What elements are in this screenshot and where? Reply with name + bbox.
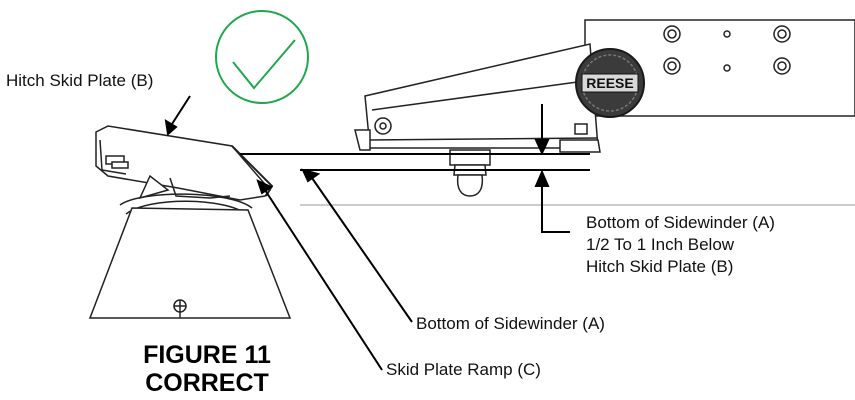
reese-logo-text: REESE	[586, 75, 633, 91]
figure-caption: FIGURE 11 CORRECT	[122, 341, 292, 397]
correct-check-icon	[215, 10, 309, 104]
label-bottom-sidewinder: Bottom of Sidewinder (A)	[416, 314, 605, 333]
figure-status: CORRECT	[145, 369, 269, 397]
detail-line-2: 1/2 To 1 Inch Below	[586, 235, 735, 254]
label-bottom-sidewinder-detail: Bottom of Sidewinder (A) 1/2 To 1 Inch B…	[586, 212, 826, 278]
leader-arrows	[164, 95, 413, 371]
dimension-arrows	[534, 104, 570, 233]
hitch-assembly	[88, 125, 292, 319]
label-hitch-skid-plate: Hitch Skid Plate (B)	[6, 71, 154, 90]
detail-line-1: Bottom of Sidewinder (A)	[586, 213, 775, 232]
figure-number: FIGURE 11	[143, 341, 271, 369]
reese-logo: REESE	[575, 48, 645, 118]
label-skid-plate-ramp: Skid Plate Ramp (C)	[386, 360, 541, 379]
detail-line-3: Hitch Skid Plate (B)	[586, 257, 734, 276]
